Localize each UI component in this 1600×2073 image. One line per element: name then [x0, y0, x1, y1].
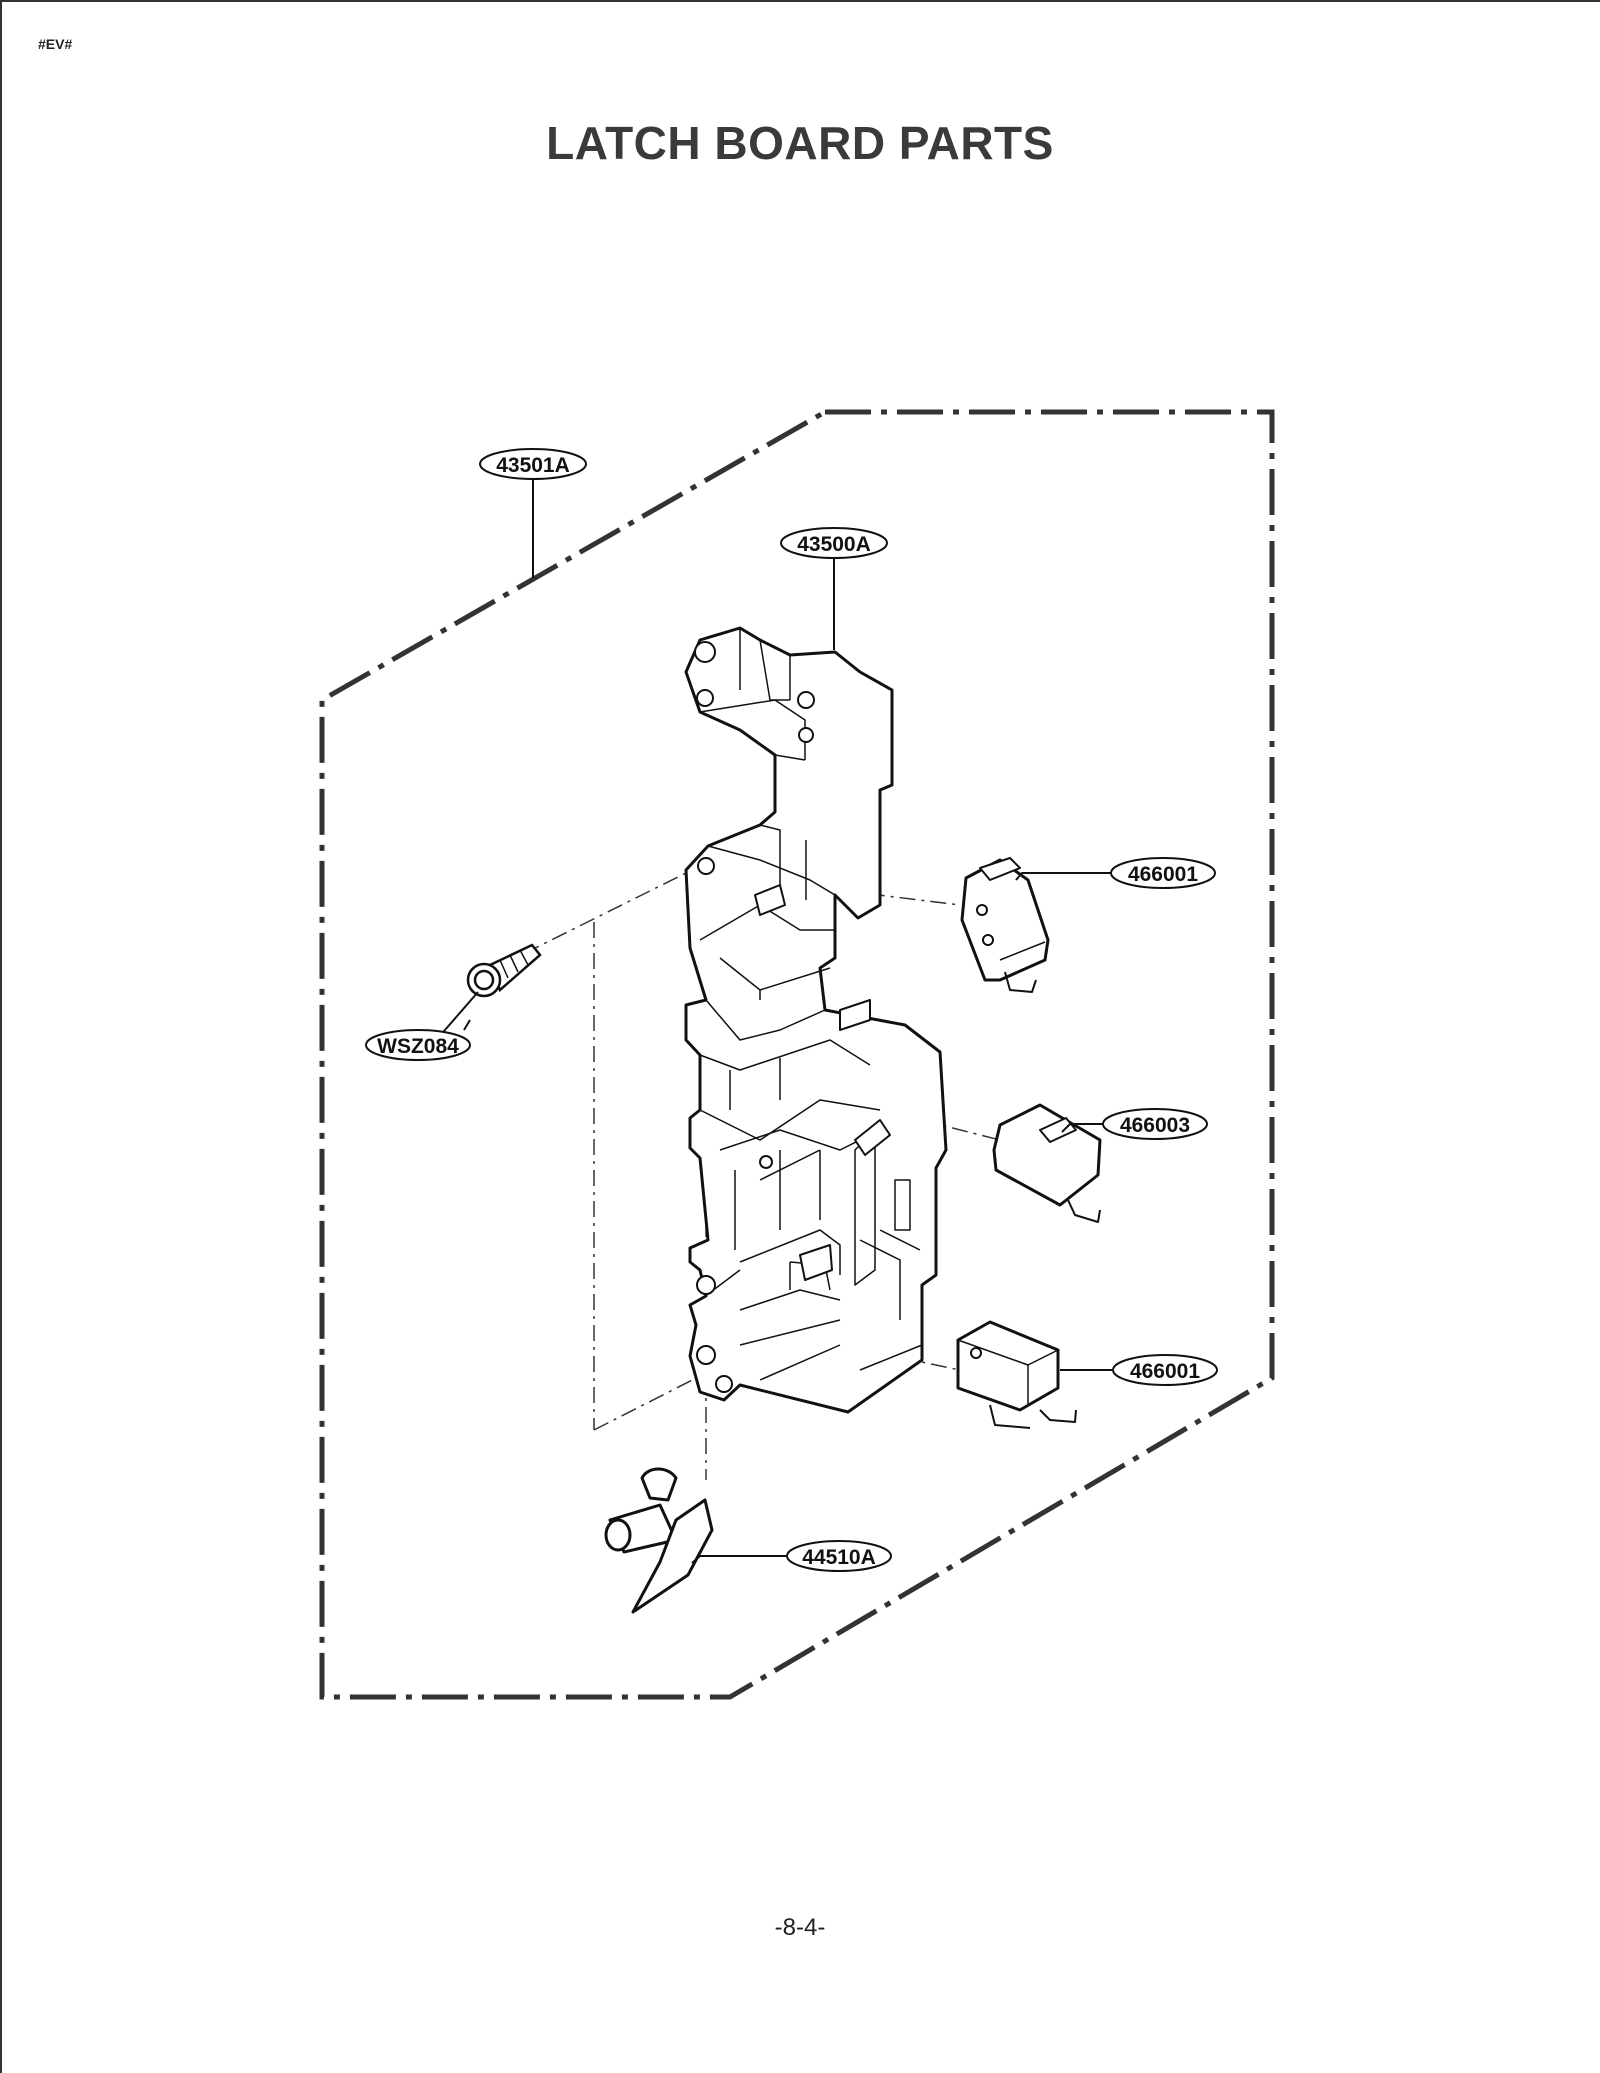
- callout-43501A-text: 43501A: [496, 454, 570, 477]
- callout-44510A-text: 44510A: [802, 1546, 876, 1569]
- document-tag: #EV#: [38, 36, 73, 52]
- switch-bottom-part: [956, 1320, 1077, 1429]
- callout-466001-bottom: 466001: [1112, 1354, 1218, 1386]
- callout-466001-bottom-text: 466001: [1130, 1360, 1200, 1383]
- callout-43501A: 43501A: [479, 448, 587, 480]
- callout-466001-top-text: 466001: [1128, 863, 1198, 886]
- callout-466003: 466003: [1102, 1108, 1208, 1140]
- leader-lines: [437, 478, 1112, 1564]
- assembly-boundary: [319, 409, 1275, 1700]
- lever-part: [604, 1467, 714, 1614]
- screw-part: [466, 943, 542, 998]
- callout-WSZ084: WSZ084: [365, 1029, 471, 1061]
- latch-board-part: [684, 626, 948, 1414]
- switch-middle-part: [992, 1103, 1102, 1223]
- callout-466001-top: 466001: [1110, 857, 1216, 889]
- callout-44510A: 44510A: [786, 1540, 892, 1572]
- callout-43500A-text: 43500A: [797, 533, 871, 556]
- page-title: LATCH BOARD PARTS: [546, 117, 1054, 169]
- callout-WSZ084-text: WSZ084: [377, 1035, 459, 1058]
- page-number: -8-4-: [774, 1914, 826, 1941]
- switch-top-part: [960, 857, 1050, 993]
- callout-466003-text: 466003: [1120, 1114, 1190, 1137]
- callout-43500A: 43500A: [780, 527, 888, 559]
